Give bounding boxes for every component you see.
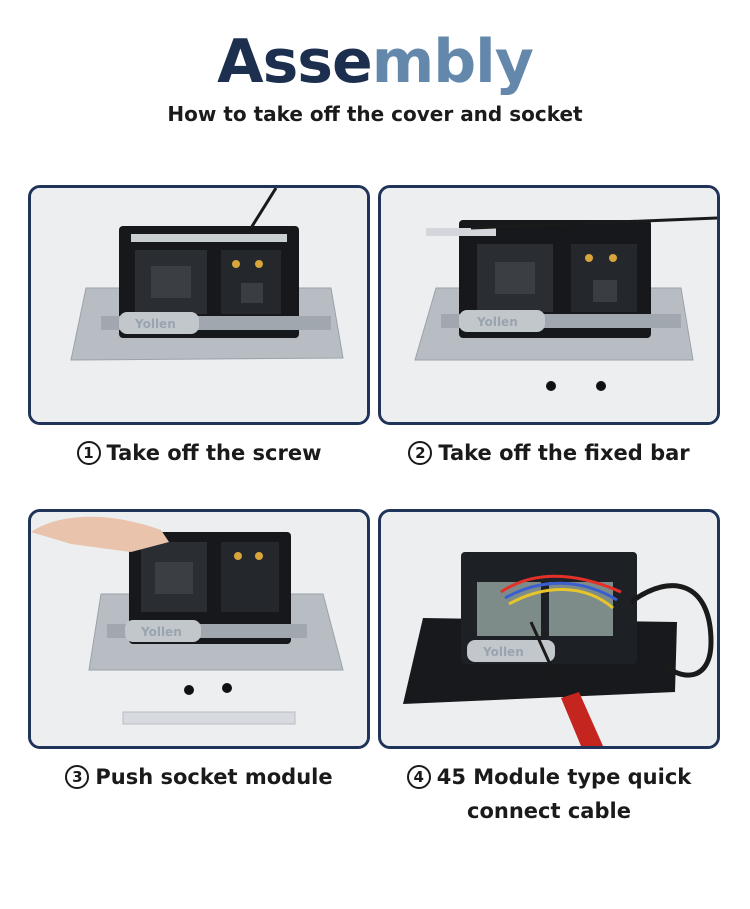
page-title: Assembly	[0, 26, 750, 98]
title-part-light: mbly	[371, 27, 534, 97]
step-1-photo: Yollen	[28, 185, 370, 425]
step-4-caption-line1: 45 Module type quick	[436, 765, 692, 789]
step-2-photo: Yollen	[378, 185, 720, 425]
step-2-caption-text: Take off the fixed bar	[438, 441, 690, 465]
step-number-badge: 3	[65, 765, 90, 789]
socket-box-illustration: Yollen	[381, 512, 717, 746]
step-number-badge: 1	[76, 441, 101, 465]
title-part-dark: Asse	[217, 27, 373, 97]
product-brand-label: Yollen	[482, 645, 524, 659]
product-brand-label: Yollen	[134, 317, 176, 331]
step-number-badge: 2	[408, 441, 433, 465]
socket-box-illustration: Yollen	[381, 188, 717, 422]
step-3-photo: Yollen	[28, 509, 370, 749]
page-subtitle: How to take off the cover and socket	[167, 102, 583, 126]
step-3-caption-text: Push socket module	[95, 765, 333, 789]
step-1-caption-text: Take off the screw	[106, 441, 322, 465]
step-4-photo: Yollen	[378, 509, 720, 749]
product-brand-label: Yollen	[140, 625, 182, 639]
step-4-caption-line2: connect cable	[467, 799, 631, 823]
socket-box-illustration: Yollen	[31, 188, 367, 422]
step-number-badge: 4	[406, 765, 431, 789]
product-brand-label: Yollen	[476, 315, 518, 329]
socket-box-illustration: Yollen	[31, 512, 367, 746]
